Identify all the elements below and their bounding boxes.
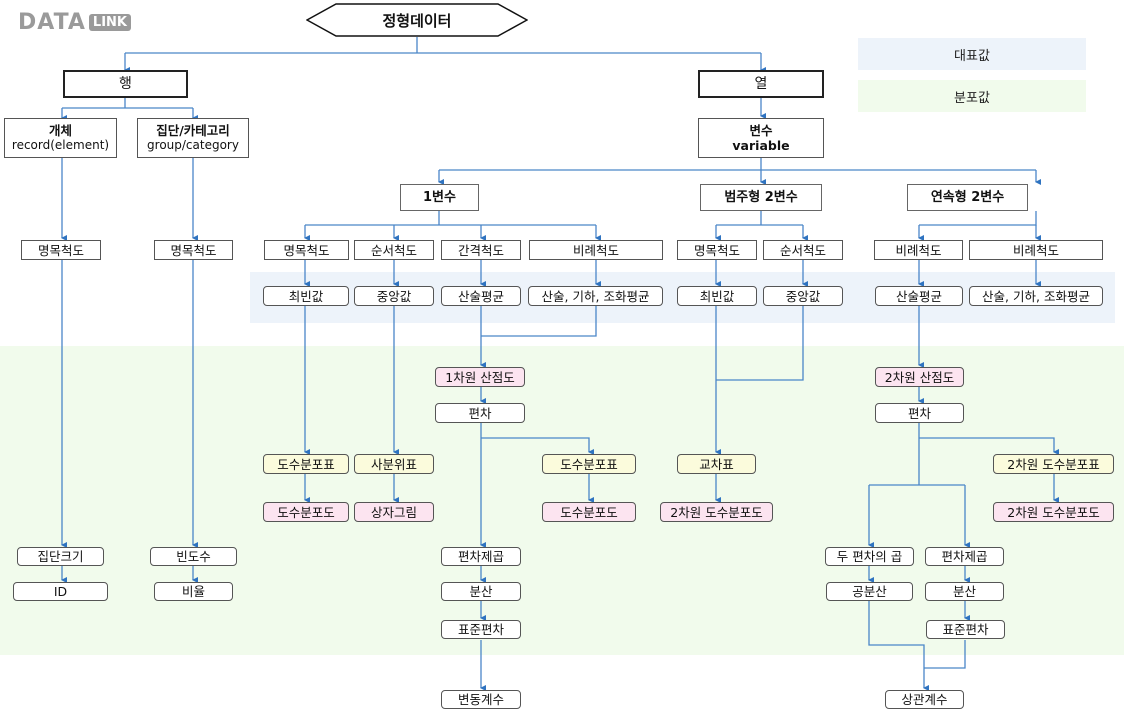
wire-onevar-split — [305, 211, 596, 226]
contvar-correlation[interactable]: 상관계수 — [885, 690, 964, 709]
catvar-cross-table[interactable]: 교차표 — [677, 454, 756, 474]
contvar-scale-ratio-2[interactable]: 비례척도 — [969, 240, 1103, 260]
root-node[interactable]: 정형데이터 — [382, 11, 452, 30]
onevar-variance[interactable]: 분산 — [441, 582, 521, 601]
onevar-scale-interval[interactable]: 간격척도 — [441, 240, 521, 260]
logo-text-link: LINK — [88, 14, 131, 31]
onevar-scatter[interactable]: 1차원 산점도 — [435, 367, 525, 387]
contvar-dev-product[interactable]: 두 편차의 곱 — [825, 547, 914, 566]
onevar-squared-deviation[interactable]: 편차제곱 — [441, 547, 521, 566]
onevar-mode[interactable]: 최빈값 — [263, 286, 349, 306]
contvar-node[interactable]: 연속형 2변수 — [907, 184, 1028, 211]
entity-title: 개체 — [48, 123, 72, 138]
legend-distribution: 분포값 — [858, 80, 1086, 112]
contvar-scale-ratio-1[interactable]: 비례척도 — [874, 240, 963, 260]
onevar-freq-plot-dev[interactable]: 도수분포도 — [542, 502, 636, 522]
wire-root-split — [125, 37, 761, 54]
catvar-scale-nominal[interactable]: 명목척도 — [677, 240, 757, 260]
onevar-scale-ratio[interactable]: 비례척도 — [529, 240, 663, 260]
contvar-covariance[interactable]: 공분산 — [826, 582, 913, 601]
variable-title: 변수 — [749, 123, 773, 138]
legend-representative: 대표값 — [858, 38, 1086, 70]
contvar-mean[interactable]: 산술평균 — [875, 286, 963, 306]
onevar-deviation[interactable]: 편차 — [435, 403, 525, 423]
onevar-freq-plot-nominal[interactable]: 도수분포도 — [263, 502, 349, 522]
catvar-median[interactable]: 중앙값 — [763, 286, 843, 306]
logo-text-data: DATA — [18, 10, 86, 35]
contvar-scatter[interactable]: 2차원 산점도 — [875, 367, 964, 387]
wire-variable-split — [439, 158, 1036, 171]
onevar-freq-table-dev[interactable]: 도수분포표 — [542, 454, 636, 474]
group-title: 집단/카테고리 — [156, 123, 230, 138]
group-sub: group/category — [147, 138, 239, 152]
entity-node[interactable]: 개체 record(element) — [4, 118, 117, 158]
onevar-median[interactable]: 중앙값 — [354, 286, 434, 306]
onevar-freq-table-nominal[interactable]: 도수분포표 — [263, 454, 349, 474]
datalink-logo: DATA LINK — [18, 10, 131, 35]
entity-size-node[interactable]: 집단크기 — [17, 547, 104, 566]
group-scale-node[interactable]: 명목척도 — [154, 240, 233, 260]
contvar-squared-deviation[interactable]: 편차제곱 — [925, 547, 1004, 566]
contvar-variance[interactable]: 분산 — [925, 582, 1004, 601]
onevar-scale-ordinal[interactable]: 순서척도 — [354, 240, 434, 260]
onevar-scale-nominal[interactable]: 명목척도 — [264, 240, 349, 260]
entity-sub: record(element) — [11, 138, 110, 152]
onevar-mean[interactable]: 산술평균 — [441, 286, 521, 306]
catvar-node[interactable]: 범주형 2변수 — [700, 184, 822, 211]
group-ratio-node[interactable]: 비율 — [154, 582, 233, 601]
entity-scale-node[interactable]: 명목척도 — [21, 240, 101, 260]
contvar-means-all[interactable]: 산술, 기하, 조화평균 — [969, 286, 1103, 306]
column-node[interactable]: 열 — [698, 70, 824, 98]
onevar-means-all[interactable]: 산술, 기하, 조화평균 — [528, 286, 663, 306]
entity-id-node[interactable]: ID — [13, 582, 108, 601]
contvar-freq-plot-2d[interactable]: 2차원 도수분포도 — [993, 502, 1114, 522]
row-node[interactable]: 행 — [63, 70, 188, 98]
catvar-mode[interactable]: 최빈값 — [677, 286, 757, 306]
catvar-freq-plot-2d[interactable]: 2차원 도수분포도 — [660, 502, 773, 522]
variable-node[interactable]: 변수 variable — [698, 118, 824, 158]
distribution-value-band — [0, 346, 1124, 655]
group-freq-node[interactable]: 빈도수 — [150, 547, 237, 566]
variable-sub: variable — [732, 138, 790, 153]
wire-row-split — [62, 98, 193, 109]
onevar-quartile-table[interactable]: 사분위표 — [354, 454, 434, 474]
group-node[interactable]: 집단/카테고리 group/category — [137, 118, 249, 158]
onevar-std[interactable]: 표준편차 — [441, 620, 521, 639]
onevar-boxplot[interactable]: 상자그림 — [354, 502, 434, 522]
root-hexagon-shape — [306, 3, 528, 37]
contvar-std[interactable]: 표준편차 — [926, 620, 1005, 639]
contvar-deviation[interactable]: 편차 — [875, 403, 964, 423]
catvar-scale-ordinal[interactable]: 순서척도 — [763, 240, 843, 260]
onevar-cv[interactable]: 변동계수 — [441, 690, 521, 709]
onevar-node[interactable]: 1변수 — [400, 184, 479, 211]
contvar-freq-table-2d[interactable]: 2차원 도수분포표 — [993, 454, 1114, 474]
